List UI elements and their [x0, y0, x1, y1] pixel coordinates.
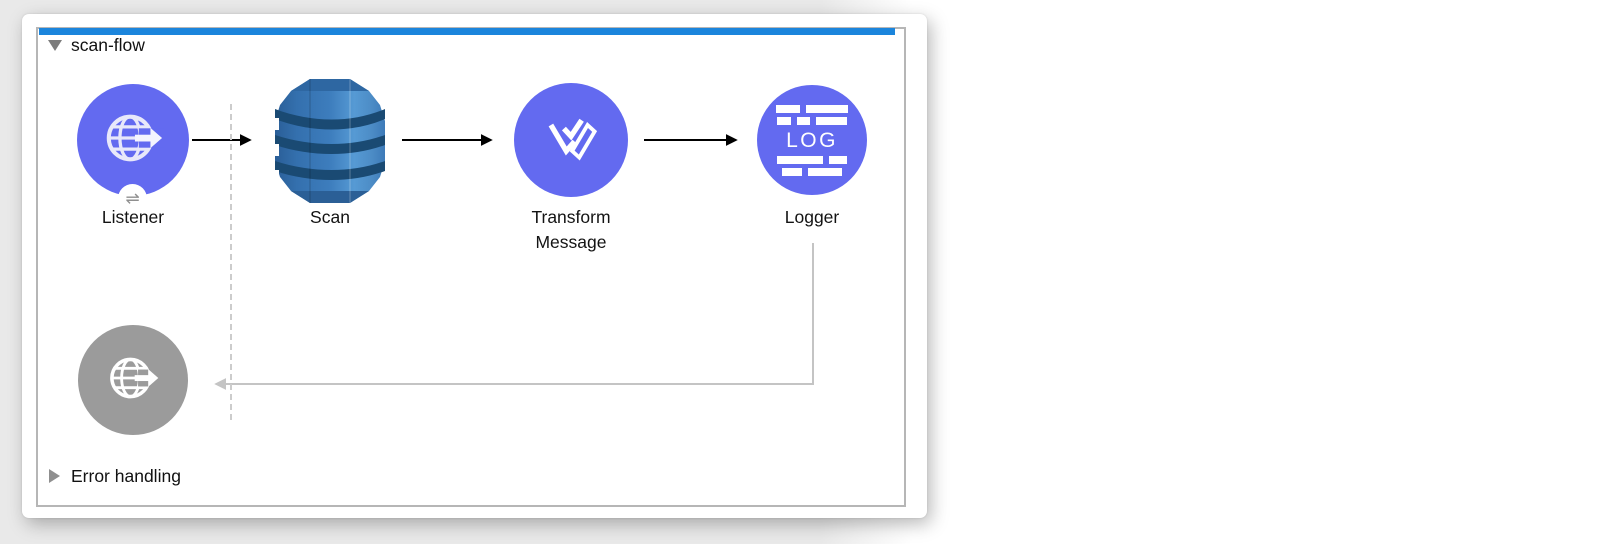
- node-response-source-disabled[interactable]: [78, 325, 188, 435]
- error-handling-header[interactable]: Error handling: [71, 466, 181, 486]
- node-label-transform-message: Transform Message: [531, 207, 611, 252]
- log-lines-icon: LOG: [776, 104, 848, 176]
- http-listener-globe-icon: [102, 107, 164, 174]
- http-listener-globe-icon: [106, 351, 160, 410]
- node-listener[interactable]: [77, 84, 189, 196]
- expand-error-handling-icon[interactable]: [49, 469, 60, 483]
- request-response-icon: ⇌: [125, 189, 140, 208]
- flow-selection-highlight: [39, 28, 895, 35]
- node-label-logger: Logger: [784, 207, 840, 227]
- source-scope-boundary: [230, 104, 232, 420]
- node-transform-message[interactable]: [514, 83, 628, 197]
- node-logger[interactable]: LOG: [757, 85, 867, 195]
- collapse-flow-icon[interactable]: [48, 40, 62, 51]
- node-label-listener: Listener: [101, 207, 165, 227]
- flow-title[interactable]: scan-flow: [71, 35, 145, 55]
- listener-response-badge[interactable]: ⇌: [118, 184, 147, 213]
- node-scan[interactable]: [272, 77, 388, 205]
- log-icon-text: LOG: [786, 128, 838, 152]
- dataweave-icon: [541, 112, 601, 169]
- dynamodb-icon: [272, 79, 388, 209]
- node-label-scan: Scan: [310, 207, 350, 227]
